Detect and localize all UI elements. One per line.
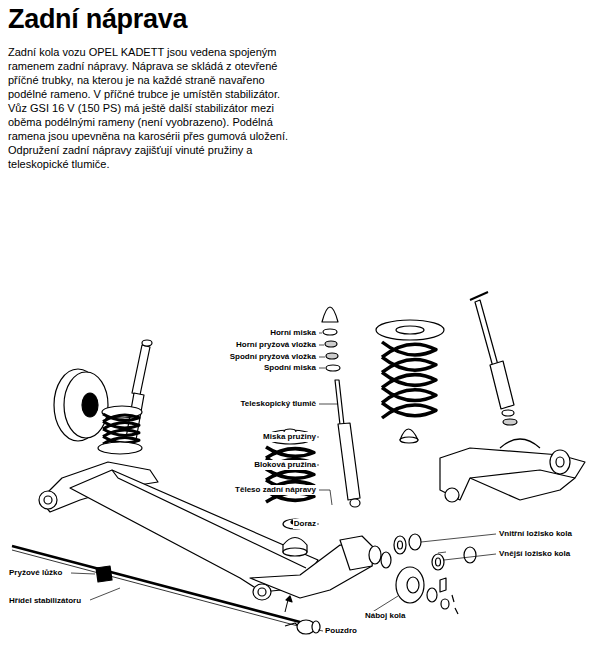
part-label: Miska pružiny [262, 432, 317, 442]
spring-coil [266, 469, 314, 480]
hub-parts [297, 534, 476, 634]
leader-lines [71, 333, 496, 631]
part-label: Vnitřní ložisko kola [498, 529, 573, 539]
right-parts [376, 292, 585, 502]
part-label: Hřídel stabilizátoru [8, 596, 82, 606]
part-label: Doraz [293, 519, 317, 529]
spring-coil [266, 447, 314, 458]
part-label: Horní miska [269, 328, 317, 338]
spring-coil [382, 372, 436, 387]
part-label: Vnější ložisko kola [498, 549, 571, 559]
spring-coil [382, 388, 436, 403]
part-label: Bloková pružina [253, 460, 317, 470]
description-text: Zadní kola vozu OPEL KADETT jsou vedena … [8, 45, 300, 171]
spring-coil [382, 342, 436, 357]
part-label: Spodní miska [263, 363, 317, 373]
spring-coil [382, 357, 436, 372]
part-label: Pouzdro [324, 626, 358, 636]
part-label: Těleso zadní nápravy [234, 485, 317, 495]
part-label: Teleskopický tlumič [240, 399, 317, 409]
part-label: Náboj kola [364, 611, 406, 621]
part-label: Spodní pryžová vložka [229, 352, 317, 362]
page-title: Zadní náprava [8, 4, 187, 35]
spring-coil [382, 403, 436, 418]
left-assembly [12, 340, 381, 628]
part-label: Horní pryžová vložka [235, 340, 317, 350]
part-label: Pryžové lůžko [8, 568, 63, 578]
spring-coil [103, 414, 139, 422]
spring-coil [103, 429, 139, 437]
spring-coil [103, 422, 139, 430]
